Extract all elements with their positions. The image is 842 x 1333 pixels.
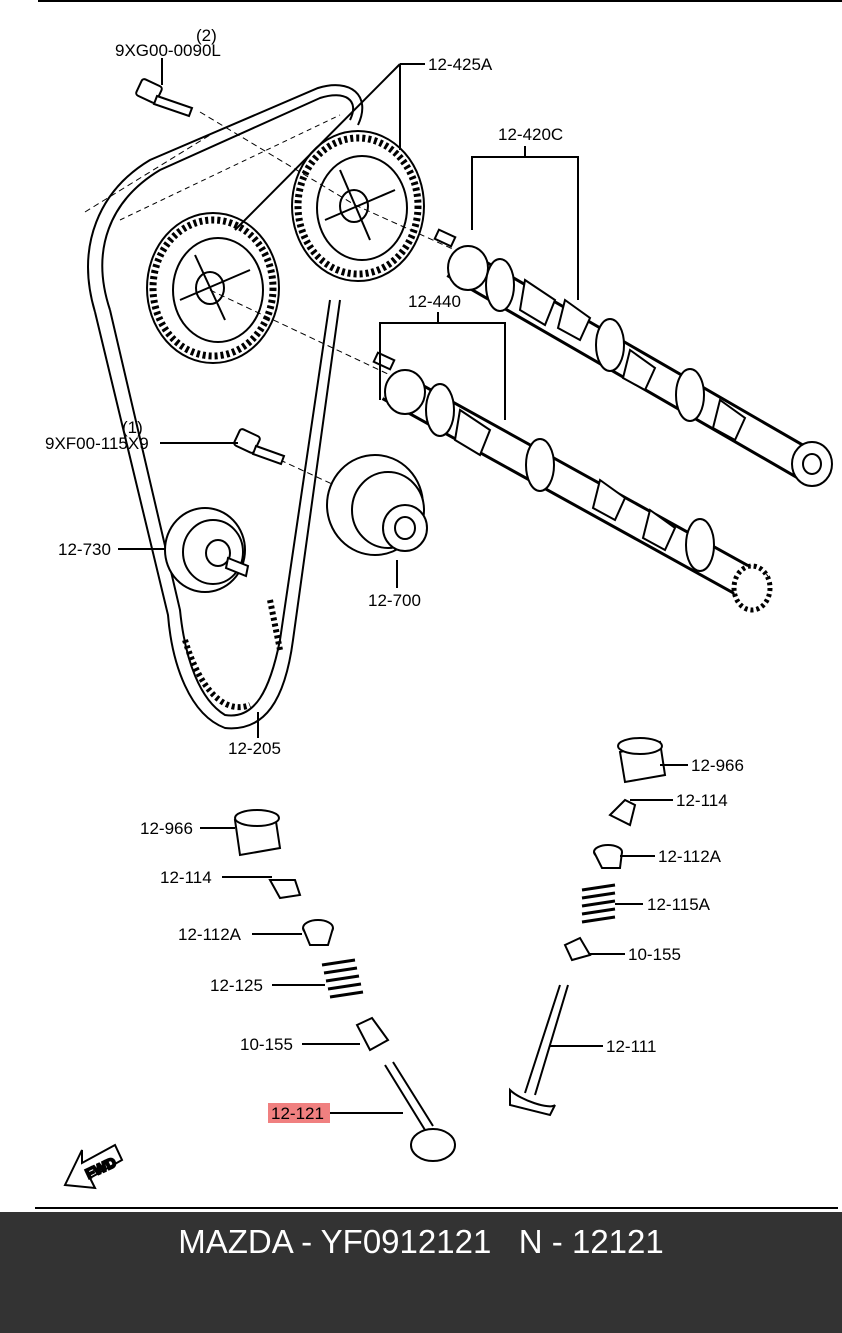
label-tappet-left: 12-966 xyxy=(140,819,193,838)
assembly-axis-lines xyxy=(84,111,456,491)
label-tappet-right: 12-966 xyxy=(691,756,744,775)
timing-belt xyxy=(87,84,364,730)
parts-diagram: FWD (2) 9XG00-0090L 12-425A 12-420C 12-4… xyxy=(35,0,842,1209)
fwd-arrow-icon: FWD xyxy=(63,1143,124,1190)
label-belt: 12-205 xyxy=(228,739,281,758)
valve-train-right xyxy=(509,737,667,1117)
label-spring-left: 12-125 xyxy=(210,976,263,995)
label-keeper-right: 12-114 xyxy=(676,791,728,810)
label-keeper-left: 12-114 xyxy=(160,868,212,887)
label-seal-right: 10-155 xyxy=(628,945,681,964)
tensioner-pulley xyxy=(326,454,428,556)
label-tensioner: 12-700 xyxy=(368,591,421,610)
label-valve-left-highlighted: 12-121 xyxy=(271,1104,324,1123)
label-camshaft-upper: 12-420C xyxy=(498,125,563,144)
bolt-top xyxy=(135,78,194,118)
label-spring-right: 12-115A xyxy=(647,895,711,914)
label-seal-left: 10-155 xyxy=(240,1035,293,1054)
valve-train-left xyxy=(233,809,456,1162)
label-valve-right: 12-111 xyxy=(606,1037,656,1056)
label-retainer-left: 12-112A xyxy=(178,925,242,944)
leader-lines xyxy=(118,58,688,1114)
label-camshaft-lower: 12-440 xyxy=(408,292,461,311)
label-bolt-top-qty: (2) xyxy=(196,26,217,45)
camshaft-upper xyxy=(433,228,833,487)
fwd-label: FWD xyxy=(83,1154,119,1182)
label-bolt-mid-qty: (1) xyxy=(122,418,143,437)
idler-pulley xyxy=(164,507,250,593)
label-idler: 12-730 xyxy=(58,540,111,559)
footer-part-number: MAZDA - YF0912121 N - 12121 xyxy=(178,1223,664,1260)
label-sprocket: 12-425A xyxy=(428,55,493,74)
label-retainer-right: 12-112A xyxy=(658,847,722,866)
label-bolt-top-part: 9XG00-0090L xyxy=(115,41,221,60)
camshaft-sprocket-left xyxy=(146,212,280,364)
footer-bar xyxy=(0,1212,842,1333)
camshaft-lower xyxy=(372,351,773,613)
bolt-middle xyxy=(233,428,286,466)
highlight-box xyxy=(268,1103,330,1123)
label-bolt-mid-part: 9XF00-115X9 xyxy=(45,434,149,453)
